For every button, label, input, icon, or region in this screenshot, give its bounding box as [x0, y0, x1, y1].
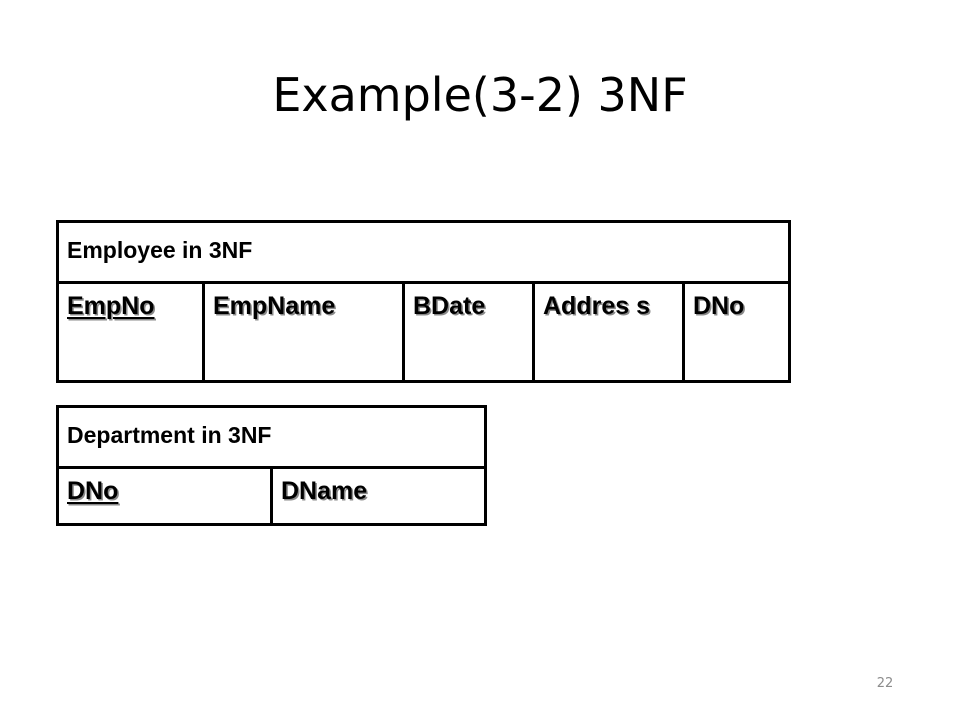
- employee-attr-address: Addres s: [532, 281, 685, 383]
- department-table: Department in 3NF DNo DName: [55, 405, 488, 526]
- employee-attr-empno: EmpNo: [56, 281, 205, 383]
- employee-table-caption: Employee in 3NF: [56, 220, 791, 284]
- primary-key-label: DNo: [67, 477, 119, 505]
- department-attr-dno: DNo: [56, 466, 273, 526]
- primary-key-label: EmpNo: [67, 292, 155, 320]
- employee-table: Employee in 3NF EmpNo EmpName BDate Addr…: [56, 220, 791, 383]
- employee-attr-empname: EmpName: [202, 281, 405, 383]
- employee-attr-bdate: BDate: [402, 281, 535, 383]
- department-table-caption: Department in 3NF: [55, 405, 488, 469]
- slide-title: Example(3-2) 3NF: [272, 68, 688, 122]
- department-attr-dname: DName: [269, 466, 488, 526]
- employee-attr-dno: DNo: [682, 281, 791, 383]
- page-number: 22: [876, 676, 894, 691]
